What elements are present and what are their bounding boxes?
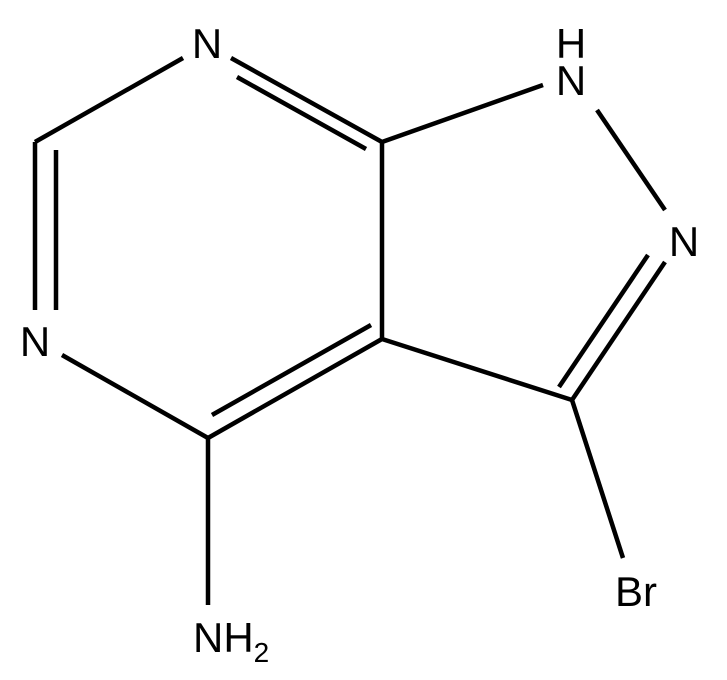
- bond-n-left-to-c-amine: [60, 353, 210, 440]
- atom-label-nh-nitrogen: N: [556, 57, 586, 104]
- amine-subscript: 2: [254, 637, 270, 668]
- bond-n-top-to-ch: [33, 56, 185, 144]
- bond-c-amine-to-ring-fusion-bottom: [206, 337, 384, 440]
- bond-n-top-to-ring-fusion-top: [229, 56, 384, 144]
- amine-nh: NH: [193, 614, 254, 661]
- atom-label-n-top: N: [192, 20, 222, 67]
- atom-label-amine: NH2: [193, 614, 269, 668]
- bond-c-br-to-br: [569, 399, 626, 559]
- atom-label-bromine: Br: [615, 568, 657, 615]
- bond-n-right-to-c-br: [570, 260, 667, 402]
- atom-label-n-right: N: [669, 218, 699, 265]
- bond-c-amine-to-ring-fusion-bottom-inner: [210, 323, 373, 417]
- atom-label-nh-hydrogen: H: [556, 20, 586, 67]
- bond-c-br-to-ring-fusion-bottom: [381, 336, 573, 403]
- bond-nh-to-n-right: [595, 108, 667, 212]
- atom-label-n-left: N: [20, 318, 50, 365]
- bond-n-right-to-c-br-inner: [557, 253, 650, 389]
- bond-n-top-to-ring-fusion-top-inner: [235, 75, 368, 151]
- bond-ring-fusion-top-to-nh: [381, 82, 544, 145]
